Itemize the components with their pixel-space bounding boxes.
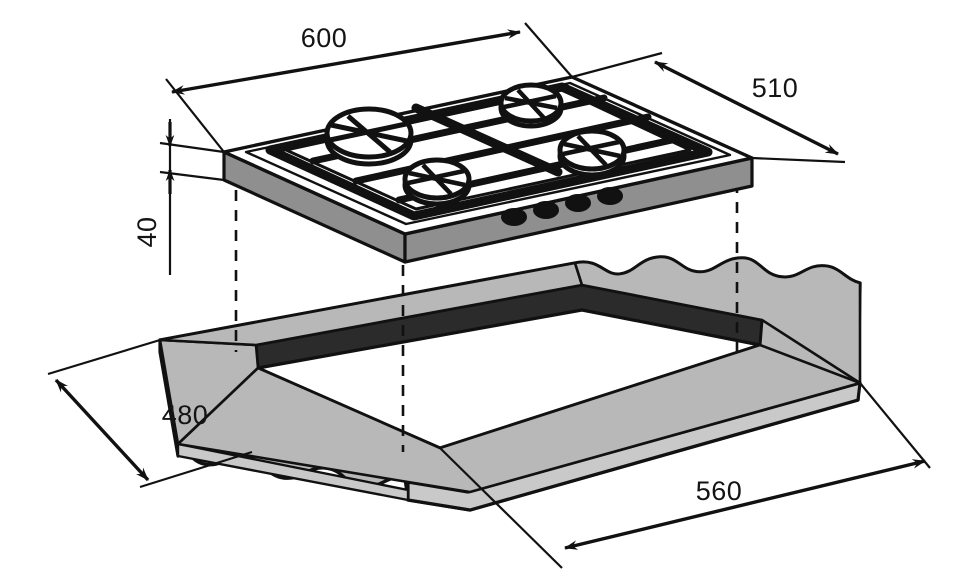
- burner-front-left: [324, 106, 414, 167]
- burner-rear-right-slots: [503, 88, 558, 120]
- projection-lines-group: [234, 150, 739, 452]
- knob-3[interactable]: [565, 194, 591, 212]
- dim-510-ext-bottom: [751, 156, 846, 164]
- dimension-40-label: 40: [132, 216, 162, 247]
- dim-560-line: [564, 459, 926, 550]
- burner-center-right: [557, 128, 627, 178]
- gas-hob: [222, 75, 754, 264]
- knob-4[interactable]: [597, 187, 623, 205]
- dimension-480: 480: [47, 338, 253, 489]
- dimension-510: 510: [571, 51, 846, 164]
- hob-control-knobs: [501, 187, 623, 226]
- burner-rear-right: [498, 82, 564, 129]
- dimension-600: 600: [165, 22, 573, 153]
- dimension-510-label: 510: [752, 73, 799, 103]
- grate-divider-center: [411, 103, 563, 177]
- dim-560-ext-left: [439, 447, 563, 569]
- dimension-560: 560: [439, 382, 931, 569]
- dim-510-line: [654, 60, 839, 156]
- knob-1[interactable]: [501, 208, 527, 226]
- worktop-right-rail: [573, 255, 862, 385]
- kitchen-worktop: [158, 255, 862, 512]
- burner-front-center-slots: [407, 163, 466, 196]
- grate-bar-b: [352, 113, 652, 185]
- dimension-40: 40: [132, 119, 225, 275]
- burner-center-right-slots: [562, 134, 621, 167]
- dimension-560-label: 560: [696, 476, 743, 506]
- dimension-480-label: 480: [162, 400, 209, 430]
- dim-480-ext-top: [47, 338, 161, 376]
- burner-front-center: [402, 157, 472, 207]
- dim-480-ext-bottom-line: [139, 450, 253, 489]
- dim-600-line: [171, 29, 521, 95]
- dim-480-line: [54, 378, 150, 482]
- burner-front-left-slots: [329, 114, 408, 154]
- worktop-front-rail: [176, 343, 862, 494]
- dimension-600-label: 600: [301, 23, 348, 53]
- dim-600-ext-right: [524, 22, 573, 78]
- dim-560-ext-right: [859, 382, 931, 469]
- knob-2[interactable]: [533, 201, 559, 219]
- hob-burners: [324, 82, 627, 207]
- dim-510-ext-top: [571, 51, 663, 79]
